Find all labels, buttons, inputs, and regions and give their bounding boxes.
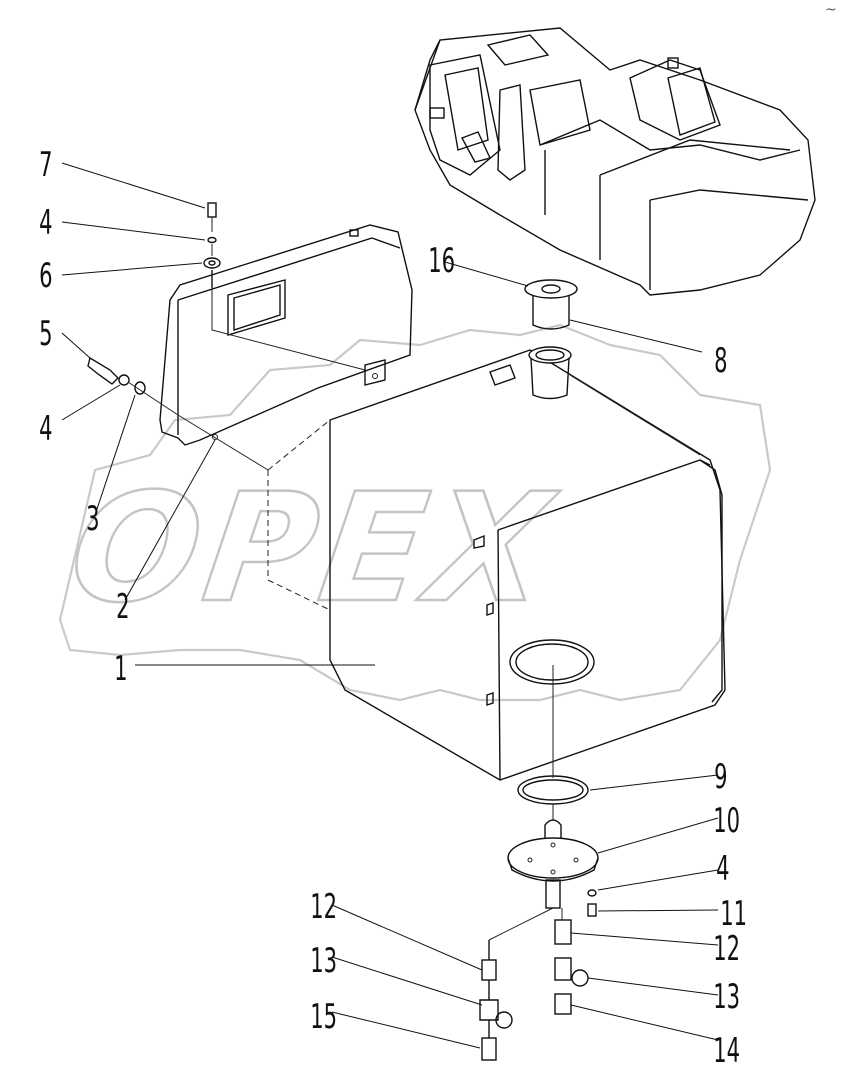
- callout-2: 2: [116, 587, 129, 627]
- assembly-guide-lines: [127, 217, 701, 941]
- side-cover-panel: [159, 224, 413, 446]
- callout-4: 4: [39, 409, 52, 449]
- leader-lines: [61, 162, 719, 1049]
- watermark: OPEX: [58, 323, 772, 702]
- right-fittings: [554, 919, 589, 1015]
- callout-3: 3: [86, 499, 99, 539]
- callout-11: 11: [720, 894, 747, 934]
- callout-10: 10: [713, 801, 740, 841]
- left-fittings: [479, 940, 513, 1061]
- callout-12: 12: [310, 887, 337, 927]
- hydraulic-tank-body: [267, 349, 726, 781]
- callout-15: 15: [310, 997, 337, 1037]
- callout-16: 16: [428, 241, 455, 281]
- callout-9: 9: [714, 757, 727, 797]
- callout-4: 4: [716, 849, 729, 889]
- filler-assembly: [524, 279, 578, 400]
- callout-12: 12: [713, 929, 740, 969]
- callout-13: 13: [310, 941, 337, 981]
- callout-7: 7: [39, 145, 52, 185]
- excavator-location-view: [414, 27, 816, 296]
- callout-14: 14: [713, 1031, 740, 1071]
- callout-5: 5: [39, 314, 52, 354]
- callout-6: 6: [39, 256, 52, 296]
- callout-13: 13: [713, 977, 740, 1017]
- callout-4: 4: [39, 203, 52, 243]
- watermark-text: OPEX: [61, 461, 566, 636]
- callout-1: 1: [114, 649, 127, 689]
- corner-mark: ~: [825, 2, 837, 18]
- watermark-gear-outline: [58, 323, 772, 702]
- callout-labels: 7 4 6 5 4 3 2 1 16 8 9 10 4 11 12 12 13 …: [39, 145, 747, 1071]
- upper-fasteners: [87, 202, 221, 395]
- drain-assembly: [507, 775, 599, 917]
- callout-8: 8: [714, 341, 727, 381]
